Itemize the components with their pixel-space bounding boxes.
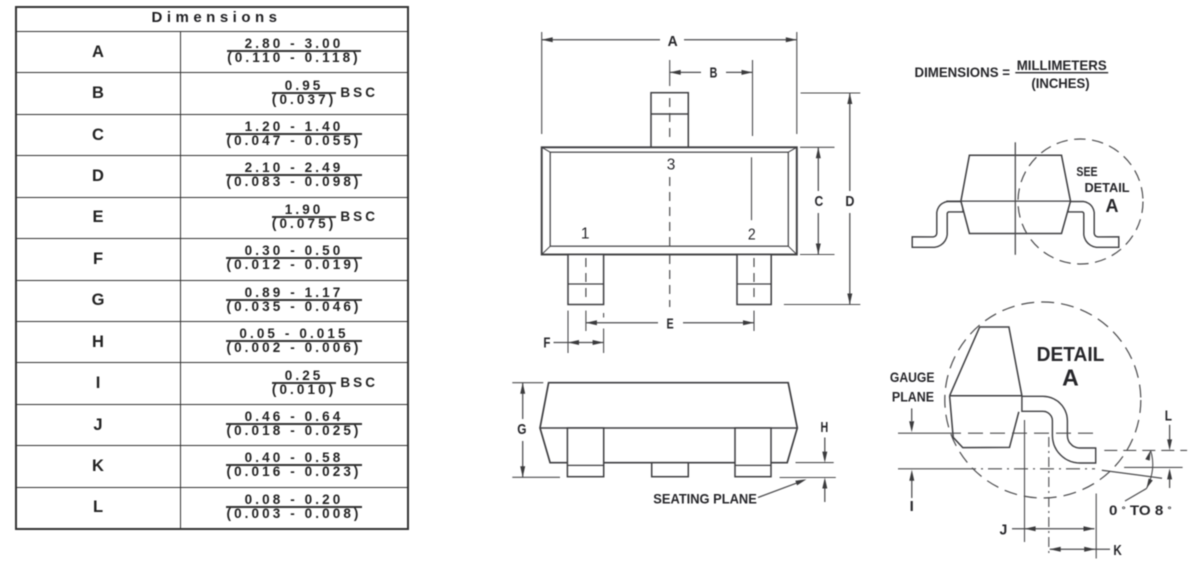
svg-text:2: 2	[748, 227, 756, 244]
svg-text:F: F	[543, 334, 550, 351]
svg-text:A: A	[668, 33, 678, 50]
svg-text:I: I	[910, 498, 914, 515]
svg-text:J: J	[999, 521, 1007, 538]
svg-text:A: A	[1062, 365, 1079, 391]
svg-text:G: G	[517, 421, 526, 438]
svg-text:K: K	[1113, 542, 1122, 559]
svg-text:E: E	[667, 315, 674, 332]
svg-text:SEATING PLANE: SEATING PLANE	[653, 491, 757, 506]
svg-text:DETAIL: DETAIL	[1084, 180, 1129, 195]
svg-text:(INCHES): (INCHES)	[1031, 75, 1089, 91]
svg-text:B: B	[710, 64, 718, 81]
svg-text:A: A	[1106, 196, 1119, 216]
svg-text:D: D	[845, 193, 854, 210]
svg-text:SEE: SEE	[1076, 164, 1097, 179]
svg-text:PLANE: PLANE	[892, 390, 934, 405]
svg-text:DIMENSIONS =: DIMENSIONS =	[915, 64, 1011, 80]
svg-text:DETAIL: DETAIL	[1037, 344, 1105, 366]
svg-text:GAUGE: GAUGE	[890, 370, 935, 385]
svg-text:1: 1	[581, 226, 590, 243]
svg-text:MILLIMETERS: MILLIMETERS	[1017, 57, 1107, 73]
svg-text:C: C	[814, 193, 823, 210]
svg-text:0 ° TO 8 °: 0 ° TO 8 °	[1109, 503, 1172, 518]
svg-text:3: 3	[667, 156, 676, 173]
svg-text:L: L	[1165, 407, 1172, 424]
svg-text:H: H	[821, 419, 829, 436]
